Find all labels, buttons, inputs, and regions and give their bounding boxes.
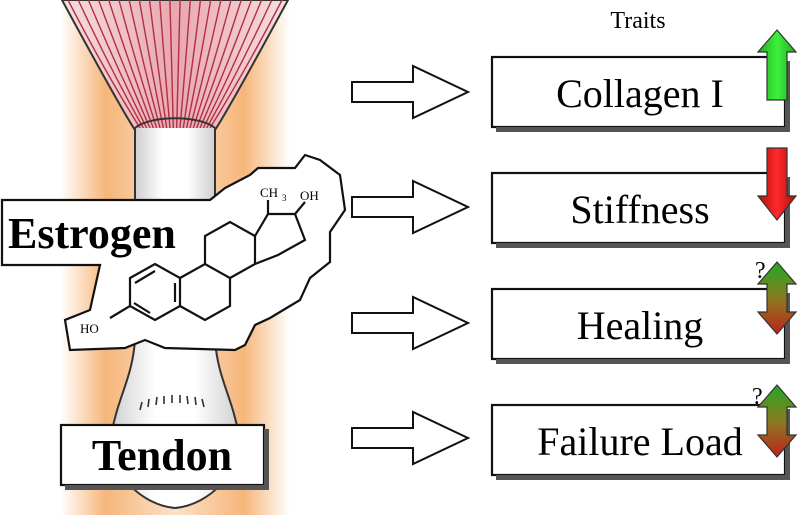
muscle-fiber bbox=[202, 0, 263, 129]
trait-label-failure-load: Failure Load bbox=[537, 419, 743, 464]
muscle-fiber bbox=[206, 0, 273, 129]
muscle-fiber bbox=[97, 0, 151, 129]
muscle-fiber bbox=[185, 0, 212, 129]
question-mark-healing: ? bbox=[755, 258, 766, 284]
trait-box-stiffness bbox=[490, 171, 790, 248]
flow-arrows bbox=[351, 64, 471, 466]
estrogen-molecule bbox=[109, 200, 307, 322]
tendon-label-box bbox=[59, 423, 269, 490]
muscle-fiber bbox=[118, 0, 158, 129]
muscle-fiber bbox=[108, 0, 154, 129]
question-mark-failure-load: ? bbox=[752, 384, 763, 410]
arrow-3 bbox=[351, 295, 471, 351]
muscle-fiber bbox=[138, 0, 165, 129]
muscle-fiber bbox=[192, 0, 232, 129]
traits-header: Traits bbox=[610, 8, 665, 34]
muscle-fiber bbox=[179, 0, 191, 129]
muscle-fiber bbox=[87, 0, 148, 129]
oh-top-label: OH bbox=[300, 188, 319, 203]
muscle-fiber bbox=[189, 0, 222, 129]
muscle-fiber bbox=[67, 0, 141, 129]
oh-bottom-label: HO bbox=[80, 321, 99, 336]
arrow-1 bbox=[351, 64, 471, 120]
trait-box-failure-load bbox=[490, 403, 790, 480]
muscle-fiber bbox=[175, 0, 181, 129]
ch3-subscript: 3 bbox=[282, 193, 287, 203]
muscle-fiber bbox=[199, 0, 253, 129]
muscle-fiber bbox=[159, 0, 171, 129]
up-down-arrow-icon bbox=[756, 261, 798, 335]
arrow-4 bbox=[351, 410, 471, 466]
trait-label-collagen: Collagen I bbox=[556, 71, 724, 116]
up-down-arrow-icon bbox=[756, 384, 798, 458]
arrow-2 bbox=[351, 179, 471, 235]
trait-box-healing bbox=[490, 287, 790, 364]
ch3-label: CH bbox=[260, 185, 278, 200]
estrogen-label: Estrogen bbox=[8, 209, 176, 258]
down-arrow-icon bbox=[756, 147, 798, 221]
trait-label-healing: Healing bbox=[577, 303, 704, 348]
muscle-fiber bbox=[148, 0, 168, 129]
muscle-fiber bbox=[77, 0, 144, 129]
muscle-fiber bbox=[128, 0, 161, 129]
up-arrow-icon bbox=[756, 29, 798, 101]
muscle-fiber bbox=[196, 0, 242, 129]
muscle-fiber bbox=[209, 0, 283, 129]
tendon-label: Tendon bbox=[92, 431, 232, 480]
trait-label-stiffness: Stiffness bbox=[570, 187, 709, 232]
estrogen-callout bbox=[0, 153, 347, 352]
muscle-fiber bbox=[169, 0, 175, 129]
trait-boxes bbox=[490, 55, 790, 480]
muscle-fiber bbox=[182, 0, 202, 129]
